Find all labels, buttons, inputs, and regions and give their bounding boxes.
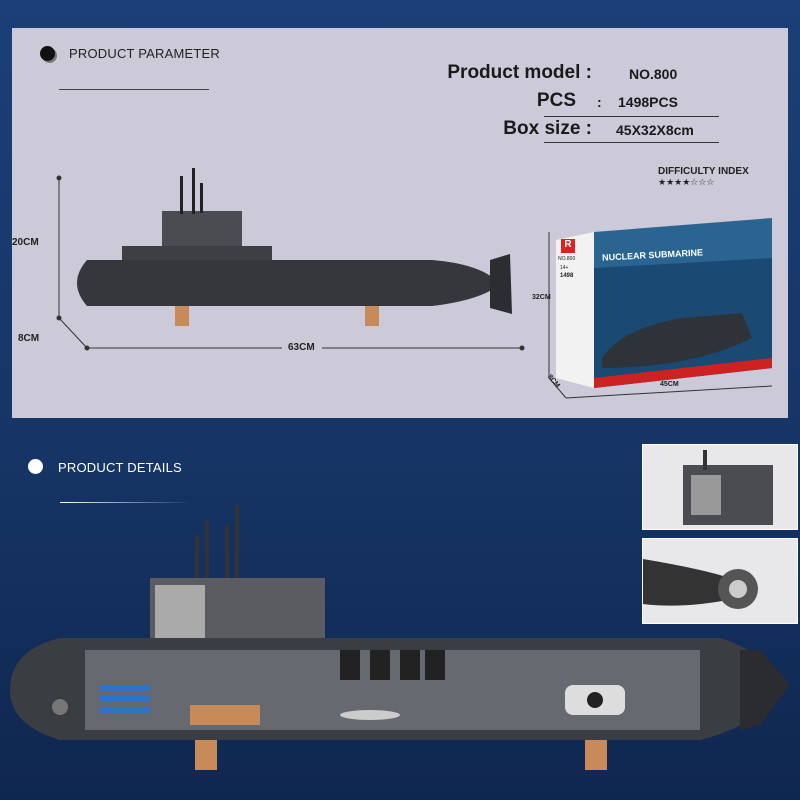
box-logo: R (561, 239, 575, 253)
divider (59, 89, 209, 90)
parameter-panel: PRODUCT PARAMETER Product model : NO.800… (12, 28, 788, 418)
difficulty-label: DIFFICULTY INDEX (658, 166, 749, 177)
model-length: 63CM (288, 342, 315, 353)
spec-value: 1498PCS (618, 94, 678, 110)
box-height: 32CM (532, 294, 551, 301)
model-depth: 8CM (18, 333, 40, 344)
divider (60, 502, 190, 503)
difficulty-stars: ★★★★☆☆☆ (658, 178, 715, 188)
box-dimension-drawing (548, 218, 773, 399)
detail-thumbnail-tower[interactable] (642, 444, 798, 530)
parameter-heading: PRODUCT PARAMETER (69, 46, 220, 61)
box-model-no: NO.800 (558, 256, 576, 262)
spec-sep: : (597, 94, 602, 110)
details-heading: PRODUCT DETAILS (58, 460, 182, 475)
box-length: 45CM (657, 381, 682, 388)
detail-thumbnail-propeller[interactable] (642, 538, 798, 624)
spec-value: NO.800 (629, 66, 678, 82)
box-age: 14+ (560, 265, 569, 271)
spec-label: PCS (536, 90, 576, 111)
submarine-model (77, 168, 512, 326)
divider (544, 142, 719, 143)
box-pieces: 1498 (560, 273, 574, 279)
spec-label: Product model : (447, 62, 592, 83)
model-height: 20CM (12, 237, 39, 248)
bullet-icon (40, 46, 55, 61)
spec-label: Box size : (503, 118, 592, 139)
bullet-icon (28, 459, 43, 474)
model-dimension-drawing (56, 168, 525, 351)
spec-value: 45X32X8cm (616, 122, 694, 138)
submarine-cutaway-image (10, 505, 790, 770)
divider (544, 116, 719, 117)
